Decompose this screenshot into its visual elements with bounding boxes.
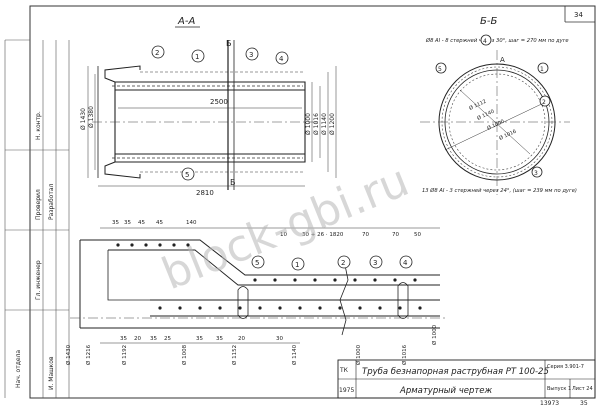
vert-dim-4: Ø 1008 (181, 344, 188, 365)
bb-note-top: Ø8 АI - 8 стержней через 30°, шаг = 270 … (425, 37, 569, 44)
marker-bb-1: 1 (540, 66, 544, 73)
vert-dim-5: Ø 1152 (231, 345, 238, 365)
section-aa-label: А-А (177, 16, 195, 27)
marker-bb-2: 2 (542, 99, 546, 106)
vert-dim-3: Ø 1192 (121, 345, 128, 365)
top-dim-7: 30 + 26 · 1820 (302, 232, 344, 238)
top-dim-1: 35 (112, 220, 119, 226)
marker-low-3: 3 (373, 259, 377, 267)
stamp-label-3: Разработал (48, 183, 55, 220)
page-number: 34 (574, 11, 583, 19)
series: Серия 3.901-7 (547, 364, 584, 370)
vert-dim-1: Ø 1430 (65, 344, 72, 365)
marker-low-1: 1 (295, 261, 299, 269)
vert-dim-7: Ø 1000 (355, 344, 362, 365)
dim-d6: Ø 1200 (329, 113, 336, 135)
marker-low-4: 4 (403, 259, 408, 267)
vert-dim-2: Ø 1216 (85, 344, 92, 365)
top-dim-8: 70 (362, 232, 369, 238)
bottom-dim-1: 35 (120, 336, 127, 342)
section-bb-label: Б-Б (480, 16, 497, 27)
marker-aa-1: 1 (195, 53, 199, 61)
bottom-dim-6: 35 (216, 336, 223, 342)
dim-inner-length: 2500 (210, 98, 228, 106)
bb-radius-3: Ø 1000 (486, 118, 505, 132)
bottom-dim-2: 20 (134, 336, 141, 342)
marker-aa-3: 3 (249, 51, 253, 59)
top-dim-2: 35 (124, 220, 131, 226)
stamp-label-4: Гл. инженер (35, 260, 42, 300)
top-dim-6: 10 (280, 232, 287, 238)
marker-aa-4: 4 (279, 55, 284, 63)
top-dim-5: 140 (186, 220, 197, 226)
top-dim-4: 45 (156, 220, 163, 226)
dim-d1: Ø 1430 (80, 108, 87, 130)
top-dim-9: 70 (392, 232, 399, 238)
vert-dim-6: Ø 1140 (291, 344, 298, 365)
drawing-subtitle: Арматурный чертеж (399, 386, 493, 396)
title-block: ТК 1975 Труба безнапорная раструбная РТ … (337, 359, 596, 407)
sheet-no: Лист 24 (572, 386, 593, 392)
left-stamp-column: Н. контр. Проверил Разработал Гл. инжене… (4, 6, 70, 398)
marker-aa-5: 5 (185, 171, 189, 179)
marker-low-2: 2 (341, 259, 345, 267)
watermark: block-gbi.ru (155, 155, 416, 300)
bottom-dim-5: 35 (196, 336, 203, 342)
marker-low-5: 5 (255, 259, 259, 267)
cut-letter-bottom: Б (230, 178, 236, 187)
issue: Выпуск 1 (547, 386, 571, 392)
section-aa: А-А Б Б 2500 2810 Ø 1430 Ø 1380 Ø 1000 (80, 16, 337, 197)
top-dim-3: 45 (138, 220, 145, 226)
stamp-label-5: Нач. отдела (15, 350, 22, 388)
dim-d4: Ø 1016 (313, 113, 320, 135)
code-mark: ТК (339, 367, 349, 374)
dim-total-length: 2810 (196, 189, 214, 197)
stamp-label-6: И. Машков (48, 356, 55, 390)
bb-note-bottom: 13 Ø8 АI - 3 стержней через 24°, (шаг = … (422, 187, 577, 194)
bottom-dim-7: 20 (238, 336, 245, 342)
dim-d5: Ø 1140 (321, 113, 328, 135)
marker-bb-4: 4 (483, 38, 487, 45)
top-dim-10: 50 (414, 232, 421, 238)
marker-bb-5: 5 (438, 66, 442, 73)
bottom-right-number: 35 (580, 400, 588, 407)
cut-letter-top: Б (226, 39, 232, 48)
dim-d3: Ø 1000 (305, 113, 312, 135)
bottom-dim-8: 30 (276, 336, 283, 342)
stamp-label-2: Проверил (35, 189, 42, 220)
stamp-label-1: Н. контр. (35, 111, 42, 140)
lower-section: 35 35 45 45 140 10 30 + 26 · 1820 70 70 … (65, 220, 445, 365)
year: 1975 (339, 387, 354, 394)
marker-bb-3: 3 (534, 170, 538, 177)
rebar-dots (116, 243, 422, 310)
bottom-dim-3: 35 (150, 336, 157, 342)
bottom-number: 13973 (540, 400, 559, 407)
dim-d2: Ø 1380 (88, 106, 95, 128)
section-bb: Б-Б Ø 1112 Ø 1140 Ø 1000 Ø 1016 А Ø8 АI … (420, 16, 577, 195)
vert-dim-9: Ø 1000 (431, 324, 438, 345)
marker-aa-2: 2 (155, 49, 159, 57)
bottom-dim-4: 25 (164, 336, 171, 342)
drawing-title: Труба безнапорная раструбная РТ 100-25 (362, 367, 549, 377)
bb-letter: А (500, 56, 505, 64)
vert-dim-8: Ø 1016 (401, 344, 408, 365)
